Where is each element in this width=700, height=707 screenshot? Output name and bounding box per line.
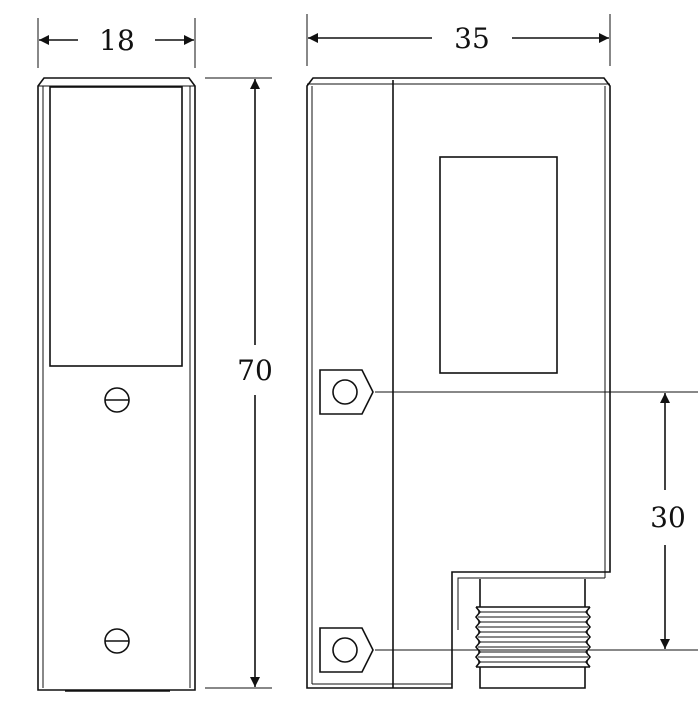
side-window [439, 156, 558, 374]
width-label: 18 [99, 24, 135, 57]
connector [474, 579, 592, 689]
front-window [49, 86, 183, 367]
dimension-width: 18 [37, 18, 196, 68]
screw-bottom [104, 628, 130, 654]
length-label: 35 [454, 22, 490, 55]
height-label: 70 [237, 354, 273, 387]
mount-spacing-label: 30 [650, 501, 686, 534]
side-view [306, 77, 611, 689]
mount-hole-bottom [319, 627, 374, 673]
dimension-height: 70 [205, 77, 273, 689]
mount-hole-top [319, 369, 374, 415]
dimension-mount-spacing: 30 [375, 391, 698, 651]
front-view [37, 77, 196, 692]
dimension-length: 35 [306, 14, 611, 66]
screw-top [104, 387, 130, 413]
